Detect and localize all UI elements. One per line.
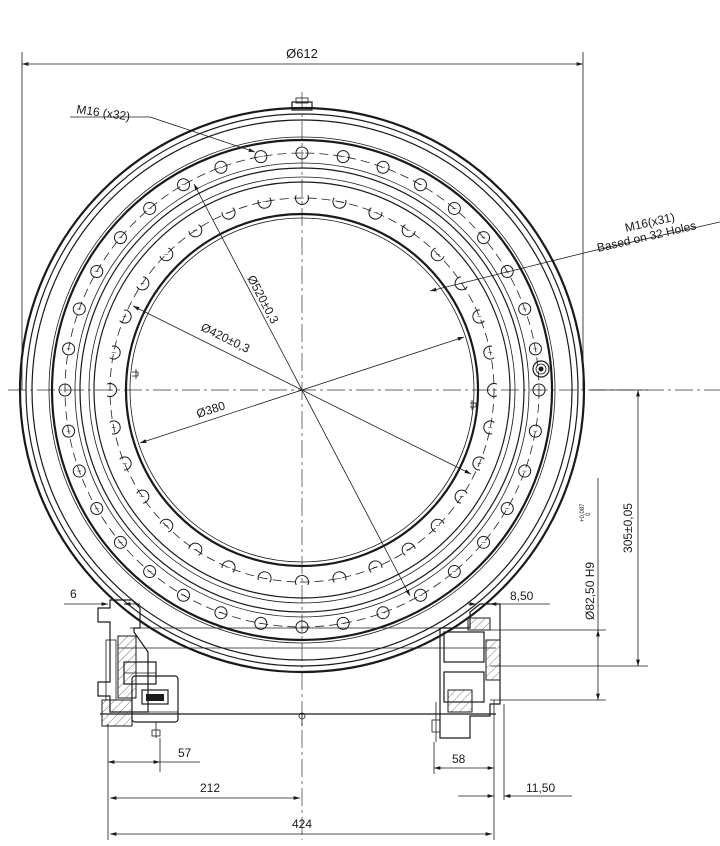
outer-bolt-hole (447, 201, 461, 215)
outer-bolt-hole (113, 535, 127, 549)
outer-bolt-holes (58, 146, 546, 634)
pitch-420-label: Ø420±0,3 (199, 320, 253, 356)
outer-bolt-hole (72, 464, 86, 478)
dimension-424: 424 (110, 770, 495, 840)
outer-bolt-hole (90, 265, 104, 278)
outer-bolt-hole (143, 201, 157, 215)
inner-threaded-hole (368, 560, 383, 573)
outer-bolt-hole (500, 502, 514, 515)
outer-bolt-hole (532, 383, 546, 397)
outer-bolt-hole (254, 616, 268, 630)
inner-threaded-hole (401, 224, 416, 238)
inner-threaded-hole (487, 383, 498, 397)
inner-threaded-hole (454, 276, 468, 291)
height-305-label: 305±0,05 (621, 503, 635, 553)
dim-212-label: 212 (200, 781, 220, 795)
outer-bolt-hole (528, 342, 542, 356)
outer-bolt-hole (518, 302, 532, 316)
outer-bolt-hole (477, 231, 491, 245)
outer-bolt-hole (214, 606, 228, 620)
dimension-overall-diameter: Ø612 (21, 46, 584, 390)
inner-threaded-hole (159, 247, 174, 262)
tolerance-upper: +0,087 (580, 503, 586, 522)
inner-threaded-hole (472, 309, 485, 324)
dimension-58: 58 (433, 742, 494, 774)
top-lifting-lug (291, 97, 313, 111)
dimension-57: 57 (107, 724, 200, 772)
pitch-520-label: Ø520±0,3 (244, 273, 281, 326)
outer-bolt-hole (447, 565, 461, 579)
dimension-11-50: 11,50 (458, 704, 572, 800)
outer-bolt-hole (376, 606, 390, 620)
overall-diameter-label: Ø612 (286, 46, 318, 61)
outer-bolt-hole (336, 616, 350, 630)
tolerance-lower: 0 (586, 512, 592, 516)
inner-threaded-hole (368, 207, 383, 220)
inner-threaded-hole (221, 207, 236, 220)
inner-threaded-hole (109, 420, 121, 435)
dim-850-label: 8,50 (510, 589, 534, 603)
section-right (431, 603, 501, 770)
inner-threaded-hole (159, 518, 174, 533)
inner-threaded-hole (430, 247, 445, 262)
inner-threaded-hole (136, 276, 150, 291)
outer-bolt-hole (414, 588, 427, 602)
outer-bolt-hole (518, 464, 532, 478)
outer-bolt-hole (336, 150, 350, 164)
inner-threaded-hole (136, 489, 150, 504)
outer-bolt-hole (376, 160, 390, 174)
leader-thread-right: M16(x31) Based on 32 Holes (429, 210, 720, 292)
dim-58-label: 58 (452, 752, 466, 766)
bore-380-label: Ø380 (195, 398, 228, 420)
inner-threaded-hole (119, 456, 132, 471)
center-lines (8, 92, 720, 840)
outer-bolt-hole (500, 265, 514, 278)
dimension-212: 212 (107, 772, 300, 840)
section-left (97, 599, 157, 727)
inner-threaded-hole (483, 345, 495, 360)
motor-connector-icon (131, 675, 179, 738)
section-base (100, 627, 496, 726)
outer-bolt-hole (58, 383, 72, 397)
outer-bolt-hole (528, 424, 542, 438)
outer-bolt-hole (254, 150, 268, 164)
inner-threaded-hole (454, 489, 468, 504)
dimension-height-305: 305±0,05 (490, 389, 648, 667)
dim-1150-label: 11,50 (526, 781, 555, 795)
outer-bolt-hole (62, 424, 76, 438)
outer-bolt-hole (62, 342, 76, 356)
outer-bolt-hole (177, 178, 190, 192)
dimension-6: 6 (64, 587, 140, 606)
inner-threaded-hole (430, 518, 445, 533)
inner-threaded-hole (109, 345, 121, 360)
dim-57-label: 57 (178, 746, 192, 760)
outer-bolt-hole (90, 502, 104, 515)
outer-bolt-hole (113, 231, 127, 245)
dim-424-label: 424 (292, 817, 312, 831)
dimension-bore-8250: Ø82,50 H9 +0,087 0 (490, 478, 606, 701)
thread-top-label: M16 (x32) (76, 102, 131, 123)
inner-threaded-hole (472, 456, 485, 471)
inner-threaded-hole (483, 420, 495, 435)
inner-threaded-hole (221, 560, 236, 573)
outer-bolt-hole (177, 588, 190, 602)
outer-bolt-hole (295, 620, 309, 634)
outer-bolt-hole (72, 302, 86, 316)
outer-bolt-hole (214, 160, 228, 174)
bore-8250-label: Ø82,50 H9 (583, 562, 597, 620)
inner-threaded-hole (119, 309, 132, 324)
outer-ring (18, 106, 586, 674)
outer-bolt-hole (295, 146, 309, 160)
dimension-8-50: 8,50 (468, 589, 550, 606)
inner-threaded-hole (106, 383, 117, 397)
outer-bolt-hole (477, 535, 491, 549)
grease-nipple-icon (532, 360, 550, 378)
outer-bolt-hole (143, 565, 157, 579)
outer-bolt-hole (414, 178, 427, 192)
dim-6-label: 6 (70, 587, 77, 601)
